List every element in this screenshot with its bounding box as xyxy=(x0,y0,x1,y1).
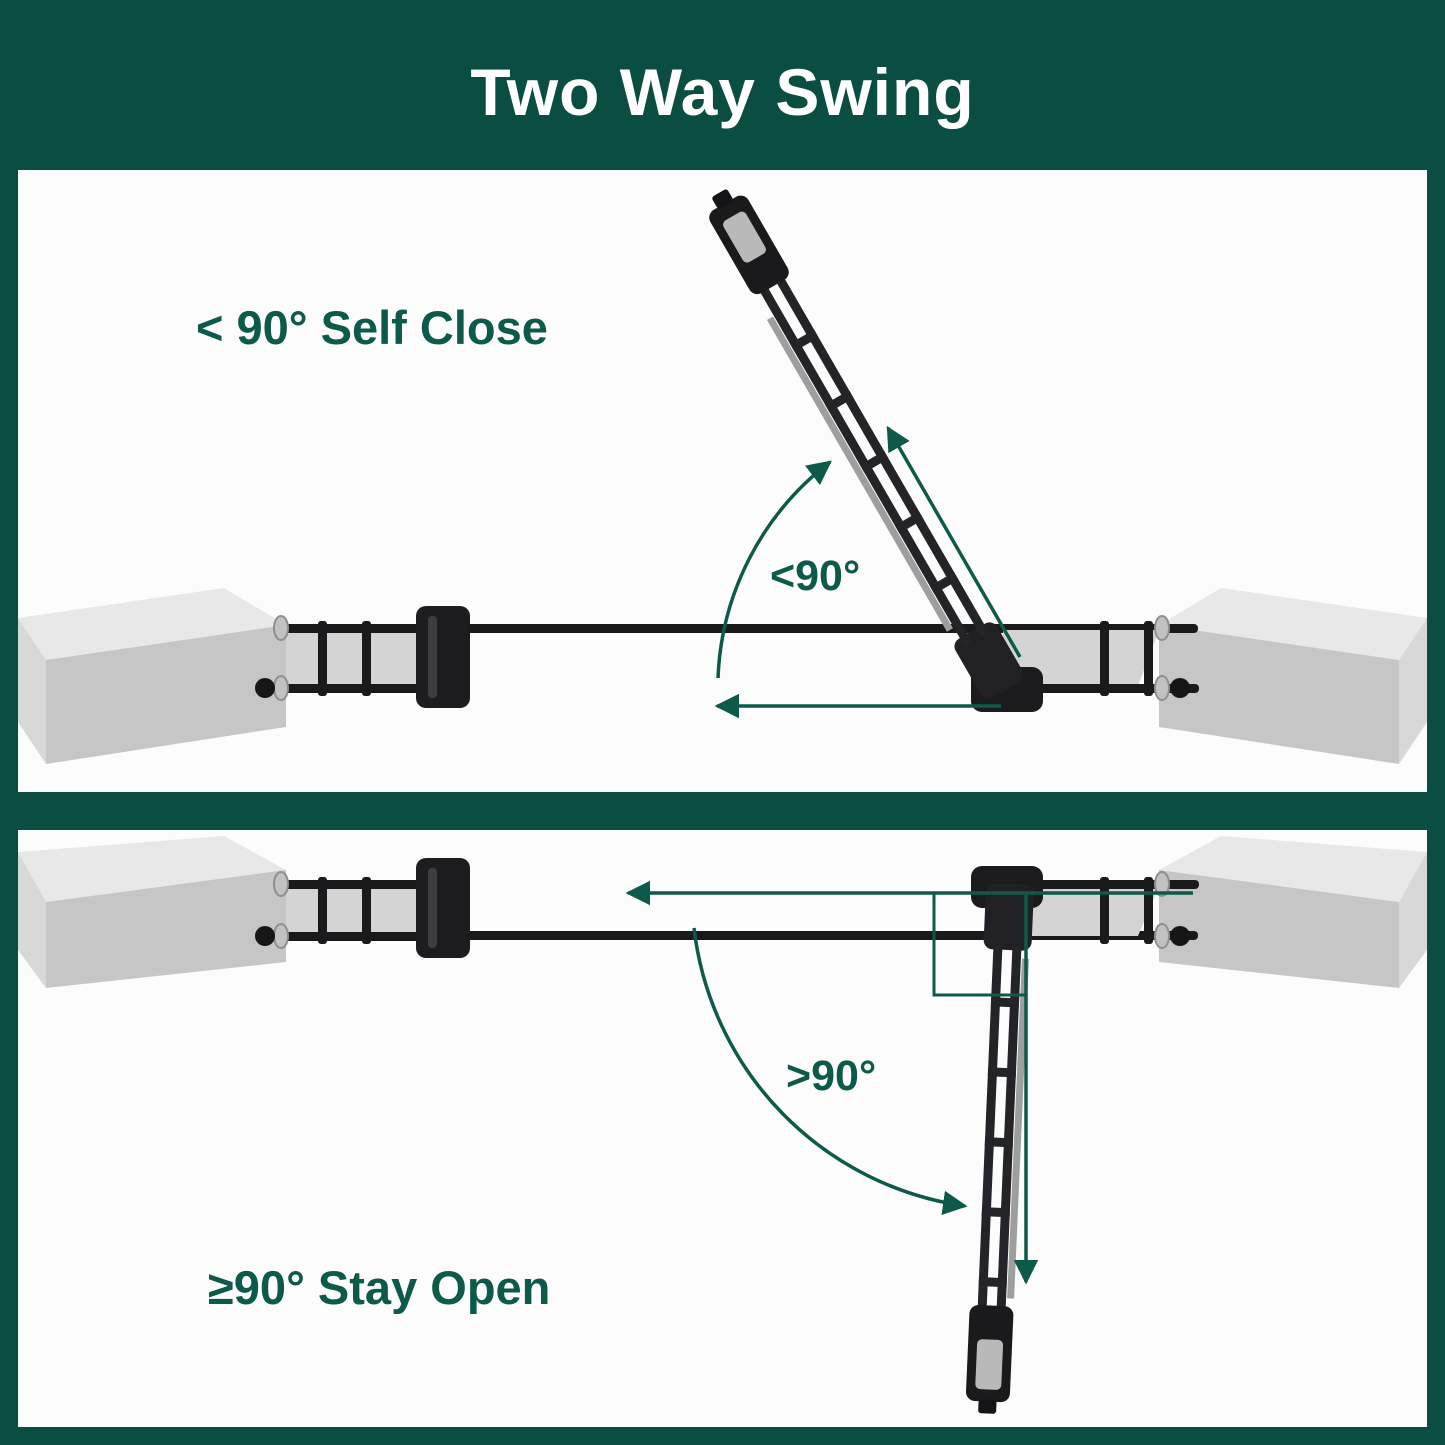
gate-door-open-down xyxy=(965,883,1034,1414)
stay-open-label: ≥90° Stay Open xyxy=(208,1261,551,1314)
wall-cup xyxy=(1154,675,1170,701)
right-angle-marker xyxy=(932,893,1026,997)
angle-label-less-90: <90° xyxy=(770,552,861,600)
wall-cup xyxy=(273,871,289,897)
swing-arc xyxy=(716,460,832,679)
swing-annotations xyxy=(625,880,1193,1285)
gate-handle-cap xyxy=(723,211,766,263)
gate-handle-cap xyxy=(975,1339,1004,1390)
adjuster-knob xyxy=(255,926,275,946)
wall-cup xyxy=(1154,615,1170,641)
left-mount-assembly xyxy=(255,858,470,958)
wall-cup xyxy=(1154,923,1170,949)
wall-cup xyxy=(273,675,289,701)
stay-open-diagram xyxy=(18,836,1427,1414)
panel-self-close: < 90° Self Close <90° xyxy=(18,170,1427,792)
left-wall xyxy=(18,836,286,988)
wall-cup xyxy=(273,923,289,949)
left-wall xyxy=(18,588,286,764)
left-mount-assembly xyxy=(255,606,470,708)
page-title: Two Way Swing xyxy=(470,55,975,129)
wall-cup xyxy=(273,615,289,641)
swing-arc xyxy=(692,927,968,1216)
wall-cup xyxy=(1154,871,1170,897)
gate-direction-arrow xyxy=(886,425,1022,658)
adjuster-knob xyxy=(1170,678,1190,698)
swing-annotations xyxy=(714,425,1022,719)
panel-stay-open: >90° ≥90° Stay Open xyxy=(18,830,1427,1427)
adjuster-knob xyxy=(1170,926,1190,946)
gate-door-open-up xyxy=(709,189,1024,699)
self-close-diagram xyxy=(18,189,1427,764)
self-close-label: < 90° Self Close xyxy=(196,301,548,354)
angle-label-greater-90: >90° xyxy=(786,1052,877,1100)
right-wall xyxy=(1159,836,1427,988)
adjuster-knob xyxy=(255,678,275,698)
right-wall xyxy=(1159,588,1427,764)
